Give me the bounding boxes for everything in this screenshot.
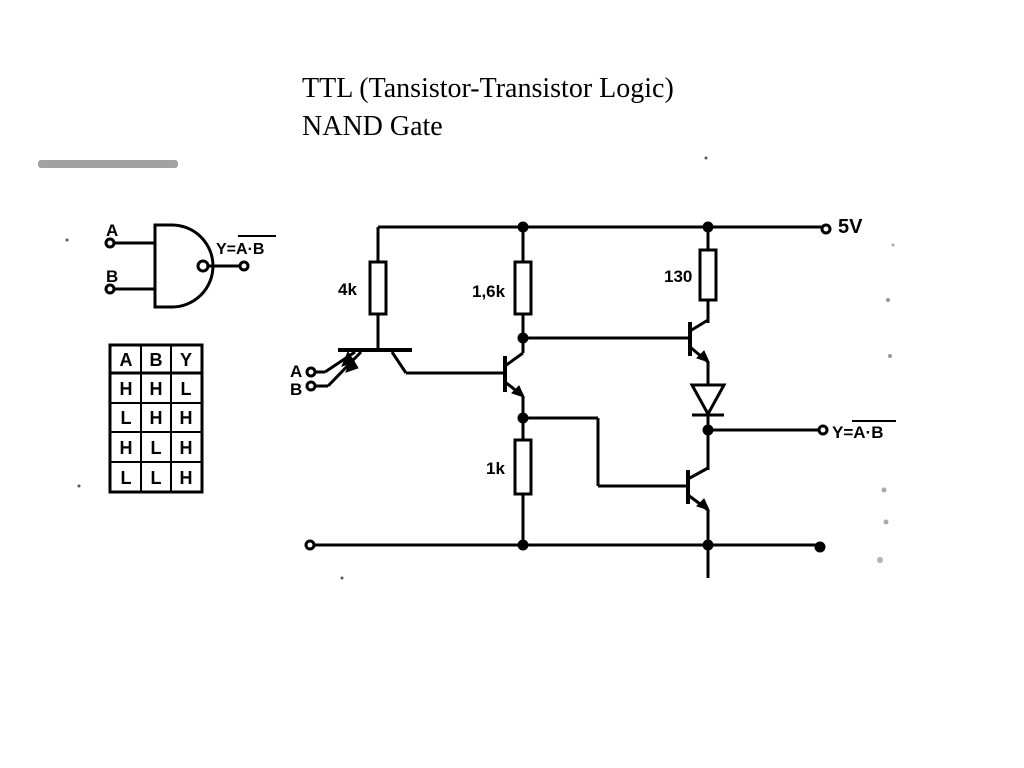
scan-artifacts [38, 156, 895, 580]
speck [340, 576, 344, 580]
cropped-heading-fragment [38, 160, 178, 168]
title-line-2: NAND Gate [302, 111, 443, 142]
truth-table-header-a: A [120, 350, 133, 370]
t2-emitter-arrow [511, 385, 525, 398]
t1-collector [390, 351, 408, 374]
resistor-r3 [698, 248, 718, 302]
truth-table-header-b: B [150, 350, 163, 370]
label-r3: 130 [664, 267, 692, 286]
truth-table [108, 343, 204, 494]
gate-label-b: B [106, 267, 118, 286]
truth-table-cell: H [150, 408, 163, 428]
gate-inversion-bubble [196, 259, 210, 273]
speck [886, 298, 890, 302]
gate-label-output: Y=A·B [216, 241, 264, 258]
label-input-b: B [290, 380, 302, 399]
nand-gate-body [153, 223, 215, 309]
gate-output-terminal [238, 260, 250, 272]
truth-table-cell: H [120, 438, 133, 458]
label-input-a: A [290, 362, 302, 381]
truth-table-cell: L [151, 438, 162, 458]
speck [704, 156, 708, 160]
speck [881, 487, 887, 493]
speck [883, 519, 889, 525]
truth-table-border [108, 343, 204, 494]
truth-table-cell: H [120, 379, 133, 399]
truth-table-cell: L [151, 468, 162, 488]
junction-t4-ground [702, 539, 714, 551]
t4-collector [687, 466, 709, 481]
supply-terminal [820, 223, 832, 235]
diode-triangle [689, 383, 727, 418]
input-a-terminal [305, 366, 317, 378]
label-supply: 5V [838, 216, 863, 238]
truth-table-text: A B Y H H L L H H H L H L L H [120, 350, 193, 488]
truth-table-cell: H [150, 379, 163, 399]
label-output: Y=A·B [832, 423, 883, 442]
label-r2: 1,6k [472, 282, 506, 301]
speck [877, 557, 883, 563]
resistor-r1 [368, 260, 388, 316]
speck [888, 354, 892, 358]
resistor-r4 [513, 438, 533, 496]
truth-table-cell: H [180, 468, 193, 488]
ttl-circuit [304, 221, 896, 578]
label-r4: 1k [486, 459, 505, 478]
output-terminal [817, 424, 829, 436]
slide-title: TTL (Tansistor-Transistor Logic) NAND Ga… [302, 70, 674, 146]
gate-label-a: A [106, 221, 118, 240]
truth-table-cell: L [121, 408, 132, 428]
truth-table-header-y: Y [180, 350, 192, 370]
resistor-r2 [513, 260, 533, 316]
t3-emitter-arrow [696, 350, 710, 363]
truth-table-cell: L [121, 468, 132, 488]
ground-left-terminal [304, 539, 316, 551]
t2-collector [504, 351, 524, 368]
junction-r4-ground [517, 539, 529, 551]
truth-table-cell: L [181, 379, 192, 399]
truth-table-cell: H [180, 438, 193, 458]
title-line-1: TTL (Tansistor-Transistor Logic) [302, 73, 674, 104]
truth-table-cell: H [180, 408, 193, 428]
nand-gate-symbol [104, 223, 276, 309]
t1-emitter-b [326, 350, 363, 388]
input-b-terminal [305, 380, 317, 392]
ground-right-terminal [814, 541, 826, 553]
speck [77, 484, 81, 488]
gate-input-a-terminal [104, 237, 116, 249]
speck [65, 238, 69, 242]
t3-collector [689, 318, 709, 333]
label-r1: 4k [338, 280, 357, 299]
speck [891, 243, 895, 247]
t1-emitter-arrow-b [345, 356, 359, 373]
t4-emitter-arrow [696, 498, 710, 511]
gate-input-b-terminal [104, 283, 116, 295]
